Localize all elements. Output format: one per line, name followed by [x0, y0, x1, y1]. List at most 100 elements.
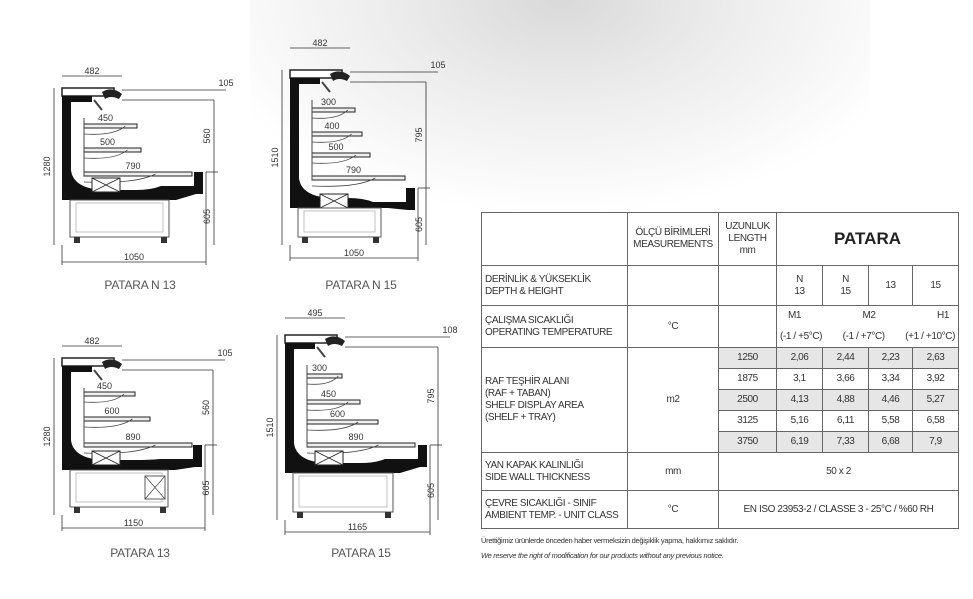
- shelf-bracket: [311, 109, 349, 119]
- caption-patara-n13: PATARA N 13: [104, 278, 176, 292]
- shelf-depth-label: 890: [348, 432, 363, 442]
- shelf: [306, 399, 361, 405]
- fan-box-cross: [91, 177, 121, 193]
- shelf-depth-label: 300: [321, 97, 336, 107]
- shelf-area-label: RAF TEŞHİR ALANI(RAF + TABAN)SHELF DISPL…: [481, 347, 628, 453]
- dim-width-label: 1150: [124, 518, 143, 528]
- area-value-cell: 5,27: [912, 389, 959, 411]
- shelf-bracket: [83, 149, 128, 159]
- light-fixture: [102, 89, 122, 99]
- model-13: 13: [868, 265, 913, 306]
- shelf-bracket: [83, 418, 133, 428]
- shelf-bracket: [311, 177, 376, 187]
- dim-width-label: 1050: [344, 248, 364, 258]
- shelf: [83, 416, 151, 422]
- fan-box-cross: [314, 450, 344, 466]
- shelf-depth-label: 400: [324, 121, 339, 131]
- area-value-cell: 4,46: [868, 389, 913, 411]
- base-door-cross: [144, 475, 166, 500]
- dim-height-label: 1280: [42, 156, 52, 176]
- area-value-cell: 5,16: [776, 410, 823, 432]
- shelf: [306, 442, 416, 448]
- shelf-bracket: [311, 154, 357, 164]
- shelf-area-unit: m2: [627, 347, 719, 453]
- dim-upper-label: 795: [426, 388, 436, 403]
- area-value-cell: 6,19: [776, 431, 823, 453]
- fan-box-cross: [319, 193, 349, 209]
- ambient-value: EN ISO 23953-2 / CLASSE 3 - 25°C / %60 R…: [718, 490, 959, 529]
- shelf-depth-label: 500: [328, 142, 343, 152]
- shelf-depth-label: 600: [330, 409, 345, 419]
- caption-patara-13: PATARA 13: [110, 546, 170, 560]
- foot: [74, 507, 80, 513]
- temperature-unit: °C: [627, 305, 719, 348]
- caption-patara-15: PATARA 15: [331, 546, 391, 560]
- area-value-cell: 6,11: [822, 410, 869, 432]
- shelf-depth-label: 500: [100, 137, 115, 147]
- shelf: [311, 152, 371, 158]
- shelf-bracket: [306, 375, 339, 385]
- dim-offset-label: 105: [430, 60, 445, 70]
- area-value-cell: 4,13: [776, 389, 823, 411]
- dim-top-label: 482: [312, 38, 327, 48]
- foot: [297, 512, 303, 518]
- foot: [373, 237, 379, 243]
- shelf-bracket: [311, 133, 352, 143]
- dim-top-label: 482: [84, 66, 99, 76]
- base-frame: [69, 199, 170, 238]
- note-english: We reserve the right of modification for…: [481, 551, 724, 560]
- cabinet-body: [290, 78, 415, 210]
- base-inner: [298, 475, 388, 508]
- shelf-depth-label: 450: [97, 381, 112, 391]
- tank-inner-line: [75, 445, 193, 457]
- dim-lower-label: 605: [202, 209, 212, 224]
- ambient-unit: °C: [627, 490, 719, 529]
- length-cell: 2500: [718, 389, 777, 411]
- area-value-cell: 2,23: [868, 347, 913, 369]
- shelf-bracket: [83, 393, 125, 403]
- area-value-cell: 7,33: [822, 431, 869, 453]
- top-light: [321, 81, 331, 93]
- dim-lower-label: 605: [414, 217, 424, 232]
- top-light: [316, 346, 326, 358]
- shelf: [83, 171, 193, 177]
- area-value-cell: 7,9: [912, 431, 959, 453]
- dim-top-label: 495: [307, 308, 322, 318]
- note-turkish: Ürettiğimiz ürünlerde önceden haber verm…: [481, 536, 739, 545]
- foot: [74, 237, 80, 243]
- dim-upper-label: 795: [414, 127, 424, 142]
- shelf-area-row: RAF TEŞHİR ALANI(RAF + TABAN)SHELF DISPL…: [481, 347, 959, 453]
- side-wall-value: 50 x 2: [718, 452, 959, 491]
- shelf-depth-label: 450: [321, 389, 336, 399]
- dim-upper-label: 560: [201, 400, 211, 415]
- base-inner: [75, 202, 164, 233]
- dim-offset-label: 105: [218, 78, 233, 88]
- shelf: [311, 107, 356, 113]
- shelf-bracket: [83, 125, 126, 135]
- top-light: [93, 369, 103, 381]
- cabinet-body: [62, 366, 202, 470]
- light-fixture: [102, 359, 122, 369]
- shelf-depth-label: 600: [104, 406, 119, 416]
- length-cell: 3750: [718, 431, 777, 453]
- area-value-cell: 4,88: [822, 389, 869, 411]
- area-value-cell: 6,58: [912, 410, 959, 432]
- shelf-depth-label: 790: [346, 165, 361, 175]
- shelf: [83, 391, 136, 397]
- area-value-cell: 2,44: [822, 347, 869, 369]
